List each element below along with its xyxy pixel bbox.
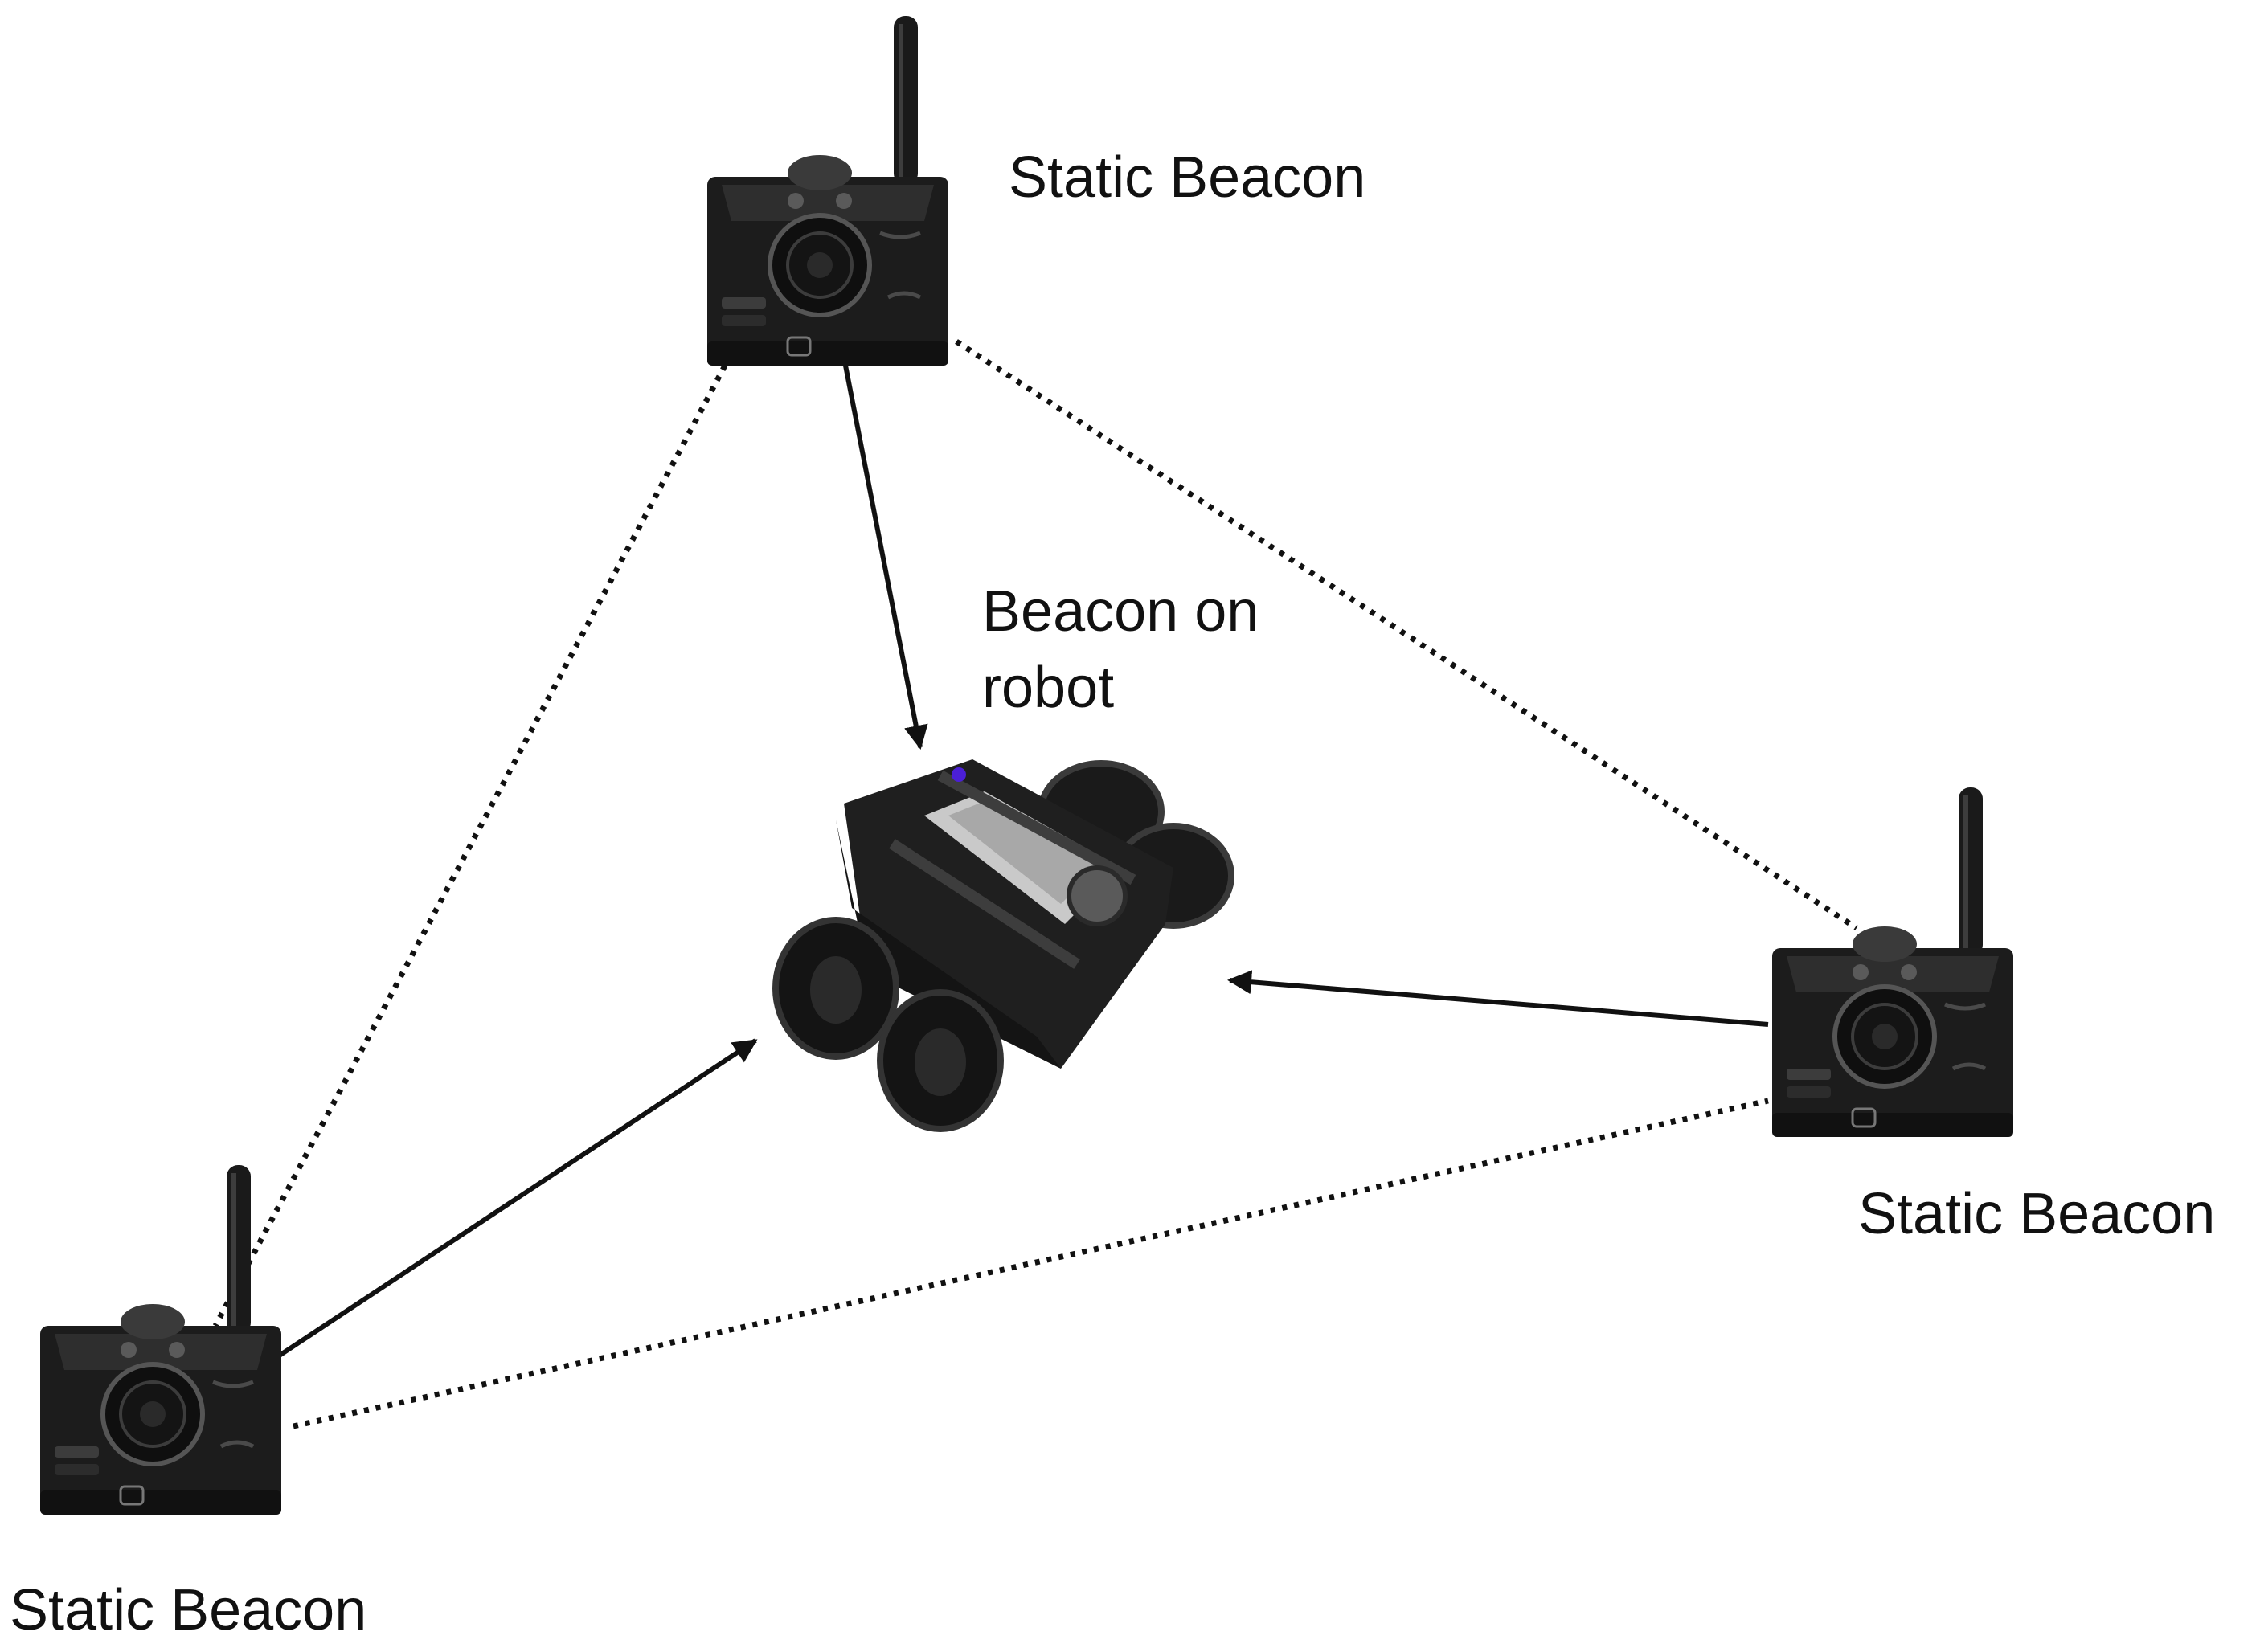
label-beacon-on-robot-line1: Beacon on [982, 579, 1259, 644]
beacon-device-icon [707, 16, 948, 366]
beacon-device-icon [1772, 787, 2013, 1137]
beacon-device-icon [40, 1165, 281, 1515]
dotted-link-top-right [955, 339, 1858, 930]
dotted-link-left-right [293, 1098, 1769, 1429]
label-beacon-on-robot-line2: robot [982, 656, 1114, 720]
arrow-right-to-robot [1227, 970, 1769, 1027]
label-static-beacon-top: Static Beacon [1009, 145, 1365, 210]
arrow-top-to-robot [843, 365, 928, 750]
dotted-link-top-left [212, 364, 728, 1327]
label-static-beacon-right: Static Beacon [1858, 1182, 2215, 1246]
robot-icon [772, 759, 1234, 1132]
arrow-left-to-robot [274, 1038, 758, 1360]
label-static-beacon-left: Static Beacon [10, 1578, 366, 1642]
